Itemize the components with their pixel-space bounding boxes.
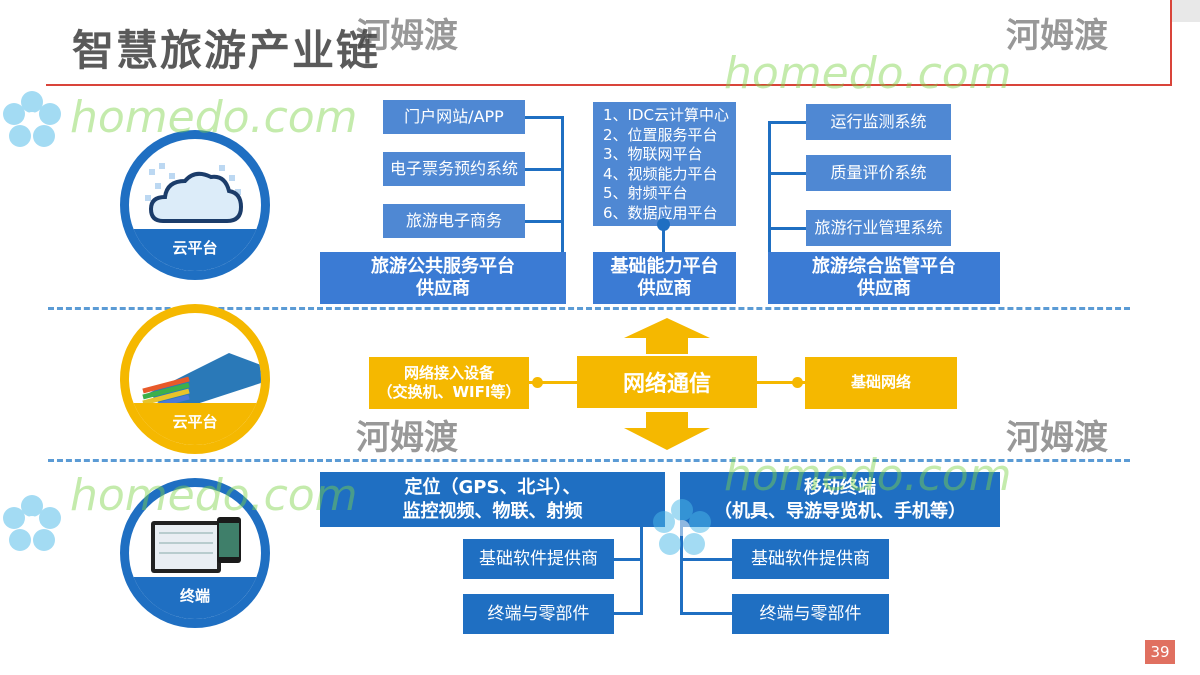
watermark (650, 496, 714, 564)
list-item: 2、位置服务平台 (603, 125, 718, 144)
connector (529, 381, 577, 384)
circle-label: 云平台 (129, 229, 261, 271)
connector-dot (792, 377, 803, 388)
platform-line-1: 旅游综合监管平台 (812, 255, 956, 277)
positioning-monitoring-box: 定位（GPS、北斗）、 监控视频、物联、射频 (320, 472, 665, 527)
platform-line-2: 供应商 (857, 278, 911, 299)
industry-management-box: 旅游行业管理系统 (806, 210, 951, 246)
watermark (0, 88, 64, 156)
watermark (0, 492, 64, 560)
down-arrow-icon (624, 412, 710, 450)
right-software-provider-box: 基础软件提供商 (732, 539, 889, 579)
connector (768, 121, 806, 124)
basic-network-box: 基础网络 (805, 357, 957, 409)
terminal-circle: 终端 (120, 478, 270, 628)
page-title: 智慧旅游产业链 (72, 26, 381, 75)
platform-line-1: 基础能力平台 (610, 255, 719, 277)
connector (561, 116, 564, 254)
watermark-text: 河姆渡 (356, 16, 458, 56)
connector (525, 220, 563, 223)
list-item: 6、数据应用平台 (603, 203, 718, 222)
box-line-2: （交换机、WIFI等） (377, 383, 521, 401)
operation-monitor-box: 运行监测系统 (806, 104, 951, 140)
network-circle: 云平台 (120, 304, 270, 454)
basic-ability-platform: 基础能力平台 供应商 (593, 252, 736, 304)
box-line-2: 监控视频、物联、射频 (402, 500, 583, 522)
platform-line-1: 旅游公共服务平台 (371, 255, 515, 277)
tablet-phone-icon (151, 517, 241, 573)
watermark-text: homedo.com (724, 48, 1012, 99)
watermark-text: homedo.com (724, 450, 1012, 501)
up-arrow-icon (624, 318, 710, 354)
right-terminal-parts-box: 终端与零部件 (732, 594, 889, 634)
left-terminal-parts-box: 终端与零部件 (463, 594, 614, 634)
fiber-cable-icon (142, 353, 261, 413)
connector (768, 227, 806, 230)
separator-bottom (48, 459, 1130, 462)
circle-label: 云平台 (129, 403, 261, 445)
flower-logo-icon (3, 91, 61, 147)
box-line-2: （机具、导游导览机、手机等） (714, 500, 966, 522)
flower-logo-icon (3, 495, 61, 551)
connector (614, 612, 642, 615)
platform-line-2: 供应商 (416, 278, 470, 299)
connector (680, 527, 683, 615)
watermark-text: homedo.com (70, 470, 358, 521)
connector (768, 172, 806, 175)
public-service-platform: 旅游公共服务平台 供应商 (320, 252, 566, 304)
network-communication-box: 网络通信 (577, 356, 757, 408)
left-software-provider-box: 基础软件提供商 (463, 539, 614, 579)
connector (525, 116, 563, 119)
corner-block (1172, 0, 1200, 22)
connector (525, 168, 563, 171)
network-access-device-box: 网络接入设备 （交换机、WIFI等） (369, 357, 529, 409)
connector (757, 381, 805, 384)
title-side-line (1170, 0, 1172, 86)
watermark-text: 河姆渡 (1006, 418, 1108, 458)
connector (662, 224, 665, 252)
cloud-icon (145, 163, 244, 223)
watermark-text: 河姆渡 (356, 418, 458, 458)
box-line-1: 网络接入设备 (403, 363, 494, 382)
connector (768, 121, 771, 254)
basic-ability-list: 1、IDC云计算中心 2、位置服务平台 3、物联网平台 4、视频能力平台 5、射… (593, 102, 736, 226)
supervision-platform: 旅游综合监管平台 供应商 (768, 252, 1000, 304)
portal-app-box: 门户网站/APP (383, 100, 525, 134)
page-number: 39 (1145, 640, 1175, 664)
cloud-platform-circle: 云平台 (120, 130, 270, 280)
platform-line-2: 供应商 (637, 278, 692, 299)
e-commerce-box: 旅游电子商务 (383, 204, 525, 238)
list-item: 4、视频能力平台 (603, 164, 718, 183)
connector-dot (532, 377, 543, 388)
e-ticket-box: 电子票务预约系统 (383, 152, 525, 186)
box-line-1: 定位（GPS、北斗）、 (404, 477, 581, 499)
list-item: 3、物联网平台 (603, 145, 703, 163)
connector (680, 612, 732, 615)
flower-logo-icon (653, 499, 711, 555)
quality-eval-box: 质量评价系统 (806, 155, 951, 191)
separator-top (48, 307, 1130, 310)
connector-dot (657, 218, 670, 231)
connector (640, 527, 643, 615)
title-underline (46, 84, 1172, 86)
watermark-text: homedo.com (70, 92, 358, 143)
connector (680, 558, 732, 561)
mobile-terminal-box: 移动终端 （机具、导游导览机、手机等） (680, 472, 1000, 527)
list-item: 1、IDC云计算中心 (603, 106, 729, 124)
box-line-1: 移动终端 (804, 477, 876, 499)
connector (614, 558, 642, 561)
circle-label: 终端 (129, 577, 261, 619)
list-item: 5、射频平台 (603, 184, 688, 202)
watermark-text: 河姆渡 (1006, 16, 1108, 56)
